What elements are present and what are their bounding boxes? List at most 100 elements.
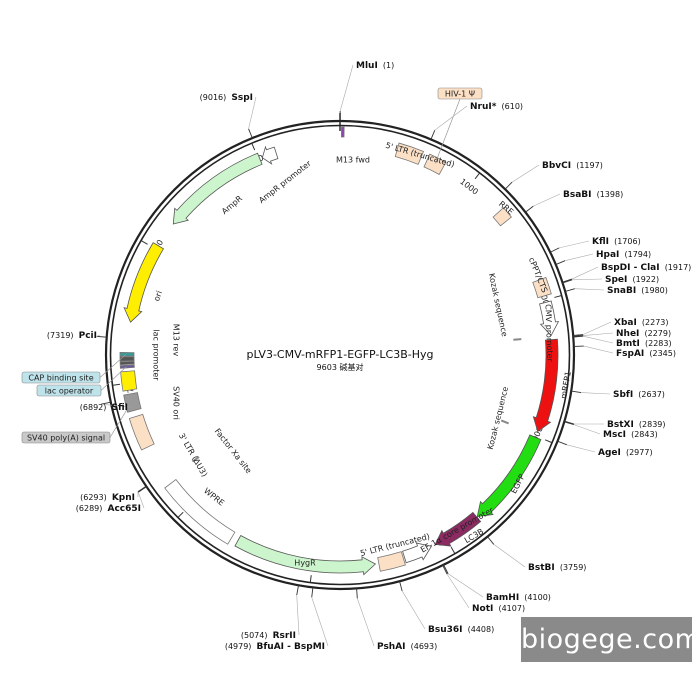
feature-sv40-ori xyxy=(120,370,138,392)
site-bbvci-tick xyxy=(504,181,513,190)
site-bfuai-bspmi-leader xyxy=(311,597,329,647)
site-bsabi-position: (1398) xyxy=(597,190,624,199)
site-agei-leader xyxy=(566,444,596,453)
site-bsu36i-name: Bsu36I xyxy=(428,625,463,635)
site-nhei-name: NheI xyxy=(616,329,639,339)
site-bsabi-name: BsaBI xyxy=(563,190,592,200)
site-bspdi-clai-name: BspDI - ClaI xyxy=(601,263,660,273)
feature-cppt-cts xyxy=(532,276,552,299)
site-acc65i-label: (6289) Acc65I xyxy=(76,496,141,515)
site-pshai-name: PshAI xyxy=(377,642,406,652)
site-kfli-leader xyxy=(559,240,590,249)
site-agei-position: (2977) xyxy=(626,448,653,457)
feature-ampr xyxy=(172,152,263,225)
feature-hiv-1-label: HIV-1 Ψ xyxy=(445,90,475,99)
feature-kozak-sequence-mark xyxy=(500,419,510,425)
feature-cmv-promoter-label: CMV promoter xyxy=(543,304,554,363)
site-bsu36i-label: Bsu36I (4408) xyxy=(428,617,494,636)
site-bsabi-tick xyxy=(525,205,534,213)
watermark: biogege.com xyxy=(521,617,700,662)
site-spei-leader xyxy=(572,278,603,281)
site-spei-name: SpeI xyxy=(605,275,627,285)
site-bmti-position: (2283) xyxy=(645,339,672,348)
site-kfli-tick xyxy=(550,247,560,253)
site-spei-position: (1922) xyxy=(632,275,659,284)
site-bamhi-name: BamHI xyxy=(486,593,519,603)
site-bspdi-clai-position: (1917) xyxy=(665,263,692,272)
feature-factor-xa-site-label: Factor Xa site xyxy=(213,427,254,475)
site-sspi-label: (9016) SspI xyxy=(200,85,253,104)
site-noti-position: (4107) xyxy=(498,604,525,613)
site-sfii-leader xyxy=(100,403,132,408)
site-bsabi-label: BsaBI (1398) xyxy=(563,182,623,201)
site-noti-name: NotI xyxy=(472,604,493,614)
site-bstbi-name: BstBI xyxy=(528,563,555,573)
site-bspdi-clai-tick xyxy=(562,278,573,283)
feature-rre xyxy=(492,207,512,227)
site-bstbi-leader xyxy=(493,544,526,568)
site-noti-tick xyxy=(442,565,448,575)
site-kpni-label: (6293) KpnI xyxy=(80,485,135,504)
feature-kozak-sequence-mark xyxy=(513,338,522,341)
plasmid-size: 9603 碱基对 xyxy=(317,362,364,372)
feature-hygr xyxy=(234,534,377,576)
feature-kozak-sequence-label: Kozak sequence xyxy=(487,272,509,337)
site-nrui-position: (610) xyxy=(502,102,524,111)
feature-lac-operator xyxy=(119,364,135,369)
feature-ori xyxy=(123,242,165,323)
site-hpai-label: HpaI (1794) xyxy=(596,242,651,261)
site-xbai-leader xyxy=(583,321,612,335)
site-bbvci-name: BbvCI xyxy=(542,161,571,171)
site-snabi-position: (1980) xyxy=(641,286,668,295)
site-bamhi-label: BamHI (4100) xyxy=(486,585,551,604)
site-snabi-leader xyxy=(574,288,605,291)
site-bstxi-name: BstXI xyxy=(607,420,634,430)
site-bstbi-position: (3759) xyxy=(560,563,587,572)
feature-3-ltr-u3 xyxy=(128,413,155,451)
feature-hiv-1 xyxy=(423,153,447,176)
feature-m13-fwd xyxy=(341,126,345,138)
site-noti-leader xyxy=(446,574,470,609)
feature-factor-xa-site-mark xyxy=(191,456,200,463)
site-agei-tick xyxy=(557,440,568,446)
feature-cmv-promoter xyxy=(539,300,560,337)
site-msci-position: (2843) xyxy=(631,430,658,439)
site-pshai-tick xyxy=(356,588,358,599)
site-bbvci-position: (1197) xyxy=(576,161,603,170)
site-sspi-tick xyxy=(248,128,253,139)
site-fspai-name: FspAI xyxy=(616,349,644,359)
feature-mrfp1 xyxy=(532,338,559,433)
site-bfuai-bspmi-tick xyxy=(311,587,314,598)
site-bamhi-position: (4100) xyxy=(524,593,551,602)
site-sspi-leader xyxy=(248,96,257,129)
feature-cap-binding-site-label: CAP binding site xyxy=(28,374,93,383)
site-spei-label: SpeI (1922) xyxy=(605,267,659,286)
site-bstbi-tick xyxy=(487,536,495,545)
site-hpai-tick xyxy=(555,260,566,265)
site-mlui-leader xyxy=(339,64,354,112)
tick-mark xyxy=(450,546,456,554)
feature-hygr-label: HygR xyxy=(294,559,316,568)
site-nrui-leader xyxy=(434,105,468,131)
site-bmti-leader xyxy=(583,335,614,344)
site-pcii-position: (7319) xyxy=(47,331,74,340)
site-pcii-label: (7319) PciI xyxy=(47,323,97,342)
tick-mark xyxy=(251,143,256,151)
site-pcii-tick xyxy=(96,335,107,338)
site-agei-label: AgeI (2977) xyxy=(598,440,653,459)
site-bfuai-bspmi-position: (4979) xyxy=(225,642,252,651)
site-mlui-label: MluI (1) xyxy=(356,53,394,72)
restriction-sites: MluI (1)NruI* (610)BbvCI (1197)BsaBI (13… xyxy=(47,53,692,652)
feature-ef-1-core-promoter-label: EF-1α core promoter xyxy=(419,505,496,554)
site-pcii-name: PciI xyxy=(79,331,97,341)
site-acc65i-position: (6289) xyxy=(76,504,103,513)
site-sspi-position: (9016) xyxy=(200,93,227,102)
site-bsu36i-leader xyxy=(401,590,426,630)
site-bstxi-label: BstXI (2839) xyxy=(607,412,666,431)
site-kpni-position: (6293) xyxy=(80,493,107,502)
site-rsrii-position: (5074) xyxy=(241,631,268,640)
site-bstxi-position: (2839) xyxy=(639,420,666,429)
tick-label: 1000 xyxy=(458,177,480,197)
site-bbvci-leader xyxy=(511,164,540,183)
